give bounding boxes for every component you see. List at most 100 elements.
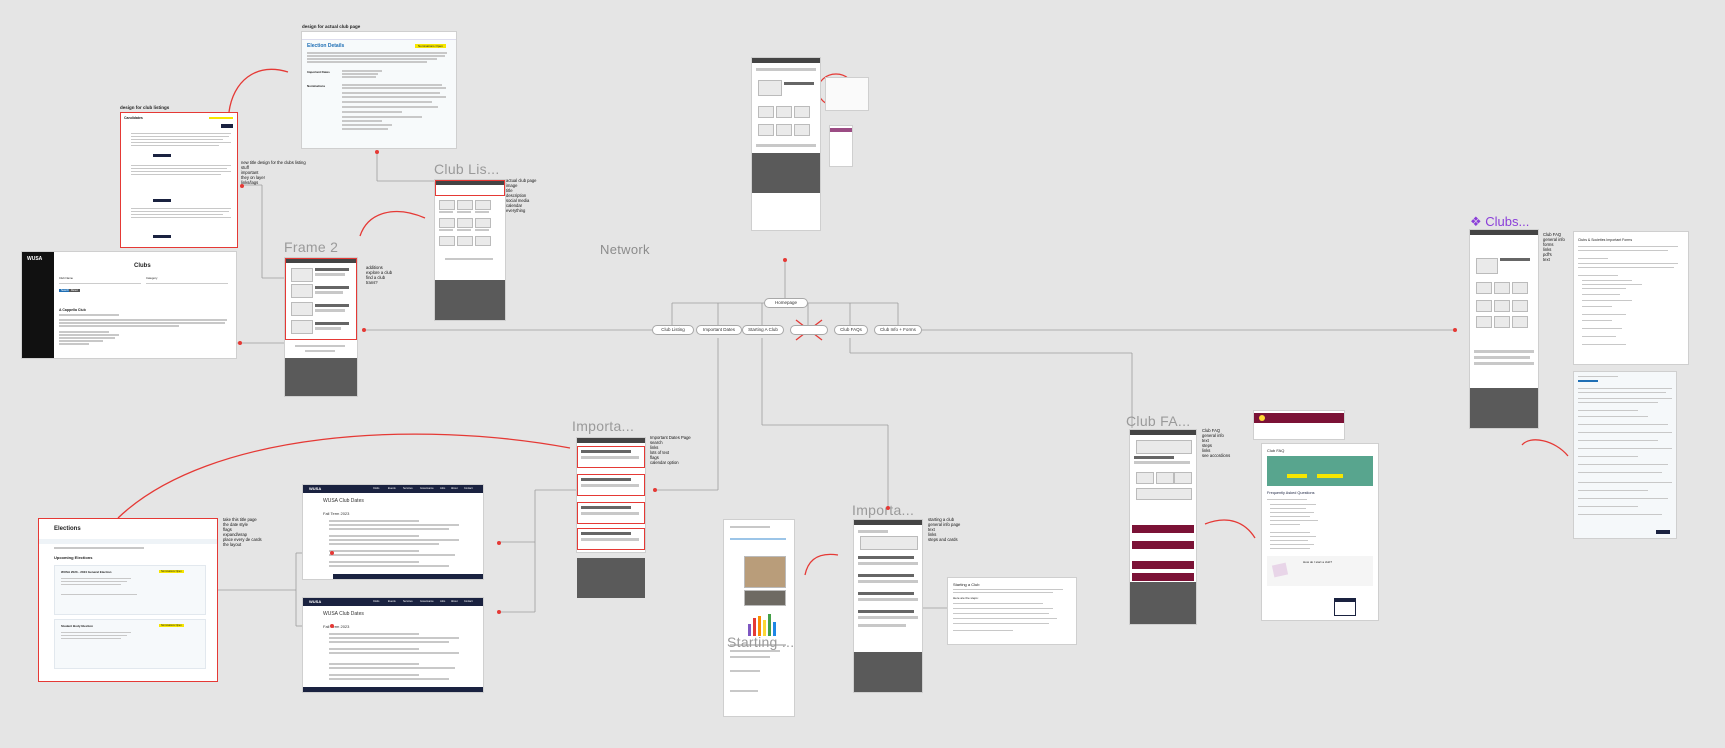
top-nav [302,32,456,40]
candidates-title: Candidates [124,116,143,120]
nav-about[interactable]: About [451,600,458,603]
election-title: Election Details [307,43,345,49]
faq-hero [1267,456,1373,486]
frame-club-faq[interactable] [1130,430,1196,624]
connector-dot [330,551,334,555]
card2-title: Student Body Election [61,624,94,628]
sticker-icon [1271,562,1289,578]
top-nav: WUSA Clubs Events Services Governance Jo… [303,598,483,606]
note-club-faq-2: Club FAQ general info forms links pdf's … [1543,232,1565,262]
frame-starting-club[interactable] [854,520,922,692]
club-faq-title: Club FA... [1126,413,1191,429]
sidebar: WUSA [22,252,54,358]
sitemap-node-important-dates[interactable]: Important Dates [696,325,742,335]
club-dates-title: WUSA Club Dates [323,498,364,504]
frame-homepage[interactable] [752,58,820,230]
nav-contact[interactable]: Contact [464,487,473,490]
wusa-logo: WUSA [27,256,43,262]
calendar-icon [1334,598,1356,616]
club-name[interactable]: A Cappella Club [59,308,86,312]
faq-page-title: Club FAQ [1267,448,1285,453]
nav-governance[interactable]: Governance [420,487,434,490]
frame-forms-page[interactable]: Clubs & Societies Important Forms [1574,232,1688,364]
clubs-component-title: ❖ Clubs... [1470,214,1529,230]
club-name-input[interactable] [59,280,141,284]
nav-services[interactable]: Services [403,487,413,490]
frame-elections[interactable]: Elections Upcoming Elections WUSA 2023 -… [38,518,218,682]
elections-title: Elections [54,526,81,532]
frame2-title: Frame 2 [284,239,339,255]
frame-important-dates[interactable] [577,438,645,552]
election-card-2[interactable]: Student Body Election Nominations Open [54,619,206,669]
frame-icons-sketch[interactable] [826,78,868,110]
nav-events[interactable]: Events [388,487,396,490]
connector-dot [1453,328,1457,332]
frame-clubs-page[interactable]: WUSA Clubs Club Name Category Search Res… [22,252,236,358]
important-title: Importa... [572,418,635,434]
nominate-button[interactable] [221,124,233,128]
election-card-1[interactable]: WUSA 2023 - 2024 General Election Nomina… [54,565,206,615]
frame-starting-long[interactable] [724,520,794,716]
nav-governance[interactable]: Governance [420,600,434,603]
component-icon: ❖ [1470,214,1486,229]
reset-button[interactable]: Reset [69,289,80,292]
nav-services[interactable]: Services [403,600,413,603]
faq-cta: How do I start a club? [1303,560,1333,564]
nav-jobs[interactable]: Jobs [440,600,446,603]
sitemap-node-club-listing[interactable]: Club Listing [652,325,694,335]
frame-club-dates-1[interactable]: WUSA Clubs Events Services Governance Jo… [303,485,483,579]
frame-candidates[interactable]: Candidates [120,112,238,248]
category-select[interactable] [146,280,228,284]
search-button[interactable]: Search [59,289,71,292]
frame-menu-sketch[interactable] [830,126,852,166]
club-dates-subtitle: Fall Term 2023 [323,624,350,629]
nav-clubs[interactable]: Clubs [373,600,380,603]
frame-faq-banner[interactable] [1254,411,1344,439]
frame-club-dates-2[interactable]: WUSA Clubs Events Services Governance Jo… [303,598,483,692]
sitemap-node-starting-a-club[interactable]: Starting A Club [742,325,784,335]
filter-club-name: Club Name [59,276,73,280]
forms-title: Clubs & Societies Important Forms [1578,238,1633,242]
sitemap-root-homepage[interactable]: Homepage [764,298,808,308]
filter-category[interactable]: Category [146,276,158,280]
frame-forms-page-2[interactable] [1574,372,1676,538]
nav-jobs[interactable]: Jobs [440,487,446,490]
sitemap-node-club-info-forms[interactable]: Club Info + Forms [874,325,922,335]
starting-doc-subtitle: Here are the steps: [953,596,979,600]
sitemap-node-removed[interactable] [790,325,828,335]
frame-starting-doc[interactable]: Starting a Club Here are the steps: [948,578,1076,644]
connector-dot [362,328,366,332]
connector-dot [330,624,334,628]
nominations-badge: Nominations Open [415,44,446,48]
club-listing-title: Club Lis... [434,161,500,177]
yellow-tag [209,117,233,119]
nav-events[interactable]: Events [388,600,396,603]
clubs-component-label: Clubs... [1485,214,1530,229]
faq-section: Frequently Asked Questions [1267,491,1315,495]
frame-faq-page[interactable]: Club FAQ Frequently Asked Questions How … [1262,444,1378,620]
club-dates-title: WUSA Club Dates [323,611,364,617]
important-footer [577,558,645,598]
row-important-dates: Important Dates [307,70,330,74]
connector-dot [886,506,890,510]
frame-2[interactable] [285,258,357,396]
frame-election-details[interactable]: Election Details Nominations Open Import… [302,32,456,148]
note-new-title-design: new title design for the clubs listing s… [241,160,306,185]
nav-contact[interactable]: Contact [464,600,473,603]
sitemap-node-club-faqs[interactable]: Club FAQs [834,325,868,335]
note-club-faq: Club FAQ general info text steps links s… [1202,428,1231,458]
note-important-dates: Important Dates Page search links lots o… [650,435,691,465]
nav-about[interactable]: About [451,487,458,490]
faq-cta-box[interactable]: How do I start a club? [1267,556,1373,586]
card2-badge: Nominations Open [159,624,184,627]
connector-dot [497,541,501,545]
club-dates-subtitle: Fall Term 2023 [323,511,350,516]
frame-club-listing[interactable] [435,180,505,320]
wusa-logo: WUSA [309,486,322,491]
note-take-this-page: take this title page the date style flag… [223,517,262,547]
frame-clubs-component[interactable] [1470,230,1538,428]
connector-dot [238,341,242,345]
top-nav: WUSA Clubs Events Services Governance Jo… [303,485,483,493]
nav-clubs[interactable]: Clubs [373,487,380,490]
